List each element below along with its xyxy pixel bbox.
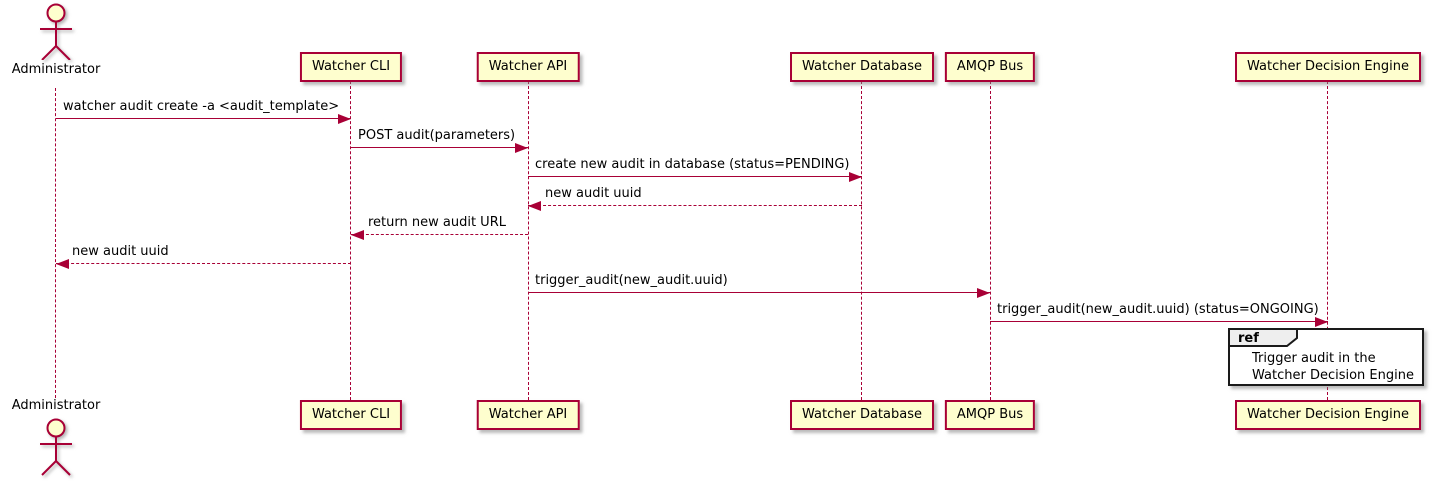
lifeline-watcher-database bbox=[861, 81, 862, 400]
participant-watcher-database-top: Watcher Database bbox=[790, 52, 934, 82]
lifeline-watcher-decision-engine bbox=[1327, 81, 1328, 400]
participant-watcher-cli-top: Watcher CLI bbox=[299, 52, 403, 82]
message-label-1: watcher audit create -a <audit_template> bbox=[63, 99, 340, 114]
lifeline-amqp-bus bbox=[990, 81, 991, 400]
participant-watcher-decision-engine-top: Watcher Decision Engine bbox=[1235, 52, 1421, 82]
arrowhead-left-icon bbox=[351, 230, 364, 240]
message-line-4 bbox=[528, 205, 862, 206]
actor-figure-icon bbox=[40, 3, 72, 60]
participant-amqp-bus-bottom: AMQP Bus bbox=[944, 400, 1036, 430]
participant-amqp-bus-top: AMQP Bus bbox=[944, 52, 1036, 82]
lifeline-watcher-api bbox=[528, 81, 529, 400]
message-line-5 bbox=[351, 234, 528, 235]
ref-text-line-2: Watcher Decision Engine bbox=[1252, 368, 1414, 383]
ref-tab-icon bbox=[1228, 328, 1298, 347]
ref-text-line-1: Trigger audit in the bbox=[1252, 351, 1376, 366]
arrowhead-right-icon bbox=[849, 172, 862, 182]
participant-watcher-cli-bottom: Watcher CLI bbox=[299, 400, 403, 430]
lifeline-watcher-cli bbox=[350, 81, 351, 400]
participant-watcher-api-bottom: Watcher API bbox=[476, 400, 580, 430]
message-line-8 bbox=[990, 321, 1328, 322]
message-line-3 bbox=[528, 176, 862, 177]
participant-watcher-api-top: Watcher API bbox=[476, 52, 580, 82]
message-line-6 bbox=[56, 263, 351, 264]
message-line-7 bbox=[528, 292, 990, 293]
actor-administrator-bottom: Administrator bbox=[11, 398, 101, 413]
message-label-3: create new audit in database (status=PEN… bbox=[535, 157, 850, 172]
message-label-6: new audit uuid bbox=[72, 244, 169, 259]
message-label-4: new audit uuid bbox=[545, 186, 642, 201]
message-label-2: POST audit(parameters) bbox=[358, 128, 516, 143]
participant-watcher-decision-engine-bottom: Watcher Decision Engine bbox=[1235, 400, 1421, 430]
ref-keyword: ref bbox=[1238, 331, 1259, 346]
actor-figure-icon bbox=[40, 418, 72, 476]
message-label-5: return new audit URL bbox=[368, 215, 506, 230]
participant-watcher-database-bottom: Watcher Database bbox=[790, 400, 934, 430]
arrowhead-left-icon bbox=[528, 201, 541, 211]
arrowhead-right-icon bbox=[977, 288, 990, 298]
arrowhead-right-icon bbox=[338, 114, 351, 124]
actor-administrator-top: Administrator bbox=[11, 62, 101, 77]
message-label-8: trigger_audit(new_audit.uuid) (status=ON… bbox=[997, 302, 1319, 317]
message-line-2 bbox=[351, 147, 528, 148]
arrowhead-left-icon bbox=[56, 259, 69, 269]
arrowhead-right-icon bbox=[1315, 317, 1328, 327]
arrowhead-right-icon bbox=[515, 143, 528, 153]
message-line-1 bbox=[56, 118, 351, 119]
ref-fragment: ref Trigger audit in the Watcher Decisio… bbox=[1228, 328, 1424, 386]
lifeline-administrator bbox=[55, 88, 56, 398]
message-label-7: trigger_audit(new_audit.uuid) bbox=[535, 273, 728, 288]
